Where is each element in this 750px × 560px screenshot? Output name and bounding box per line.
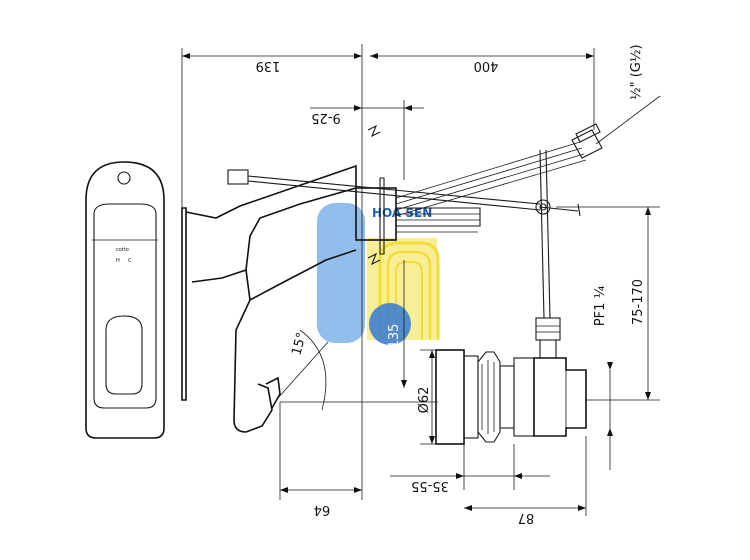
arrow-87-right xyxy=(578,505,586,511)
arrow-62-top xyxy=(429,350,435,358)
hose-line-2 xyxy=(395,147,583,205)
arrow-135-bottom xyxy=(401,380,407,388)
arrow-64-left xyxy=(280,487,288,493)
cold-label: C xyxy=(128,258,132,264)
pivot-rod-a xyxy=(539,149,545,319)
half-inch-text: ½" (G½) xyxy=(629,44,644,100)
popup-rod-upper xyxy=(247,175,541,205)
watermark-circle xyxy=(369,303,411,345)
dim-400-text: 400 xyxy=(474,58,499,73)
dim-87-text: 87 xyxy=(518,510,535,525)
arrow-75-170-bottom xyxy=(645,392,651,400)
hose-line-1 xyxy=(395,141,581,199)
drain-nut xyxy=(477,351,501,443)
dim-75-170-text: 75-170 xyxy=(631,279,646,325)
faucet-side-view xyxy=(181,124,481,433)
arrow-64-right xyxy=(354,487,362,493)
arrow-139-left xyxy=(182,53,190,59)
popup-knob xyxy=(227,169,249,185)
watermark-blue-shape xyxy=(317,203,365,343)
hose-line-4 xyxy=(395,159,587,217)
watermark-arch-mid xyxy=(386,250,432,340)
hot-label: H xyxy=(116,258,120,264)
arrow-400-right xyxy=(586,53,594,59)
drain-rod-fitting xyxy=(535,317,561,341)
dim-35-55-text: 35-55 xyxy=(411,478,449,493)
hoses-and-rod xyxy=(227,123,603,319)
pivot-ball xyxy=(535,199,551,215)
angle-15-ref xyxy=(277,341,329,399)
watermark-logo: HOA SEN xyxy=(317,203,440,345)
watermark-arch-outer xyxy=(378,241,440,340)
arrow-87-left xyxy=(464,505,472,511)
handle-top-screw xyxy=(117,171,131,185)
handle-outline xyxy=(85,161,165,439)
dim-135-text: 135 xyxy=(387,324,402,349)
angle-15-arc xyxy=(299,329,327,411)
dim-9-25-text: 9-25 xyxy=(311,110,341,125)
dim-139-text: 139 xyxy=(256,58,281,73)
handle-grip-recess xyxy=(105,315,143,395)
drain-collar xyxy=(463,355,479,439)
drain-tailpiece xyxy=(533,357,587,437)
inlet-pipe xyxy=(396,207,481,227)
pivot-rod-b xyxy=(545,149,551,319)
break-mark-bottom xyxy=(367,252,381,266)
lever-top xyxy=(185,164,357,283)
arrow-62-bottom xyxy=(429,436,435,444)
pf1-text: PF1 ¼ xyxy=(593,285,608,326)
arrow-9-25-left xyxy=(354,105,362,111)
spout xyxy=(233,299,273,433)
drain-assembly xyxy=(435,317,587,445)
drain-flange xyxy=(435,349,465,445)
arrow-pf1-bottom xyxy=(607,428,613,436)
arrow-35-55-left xyxy=(456,473,464,479)
leader-half-inch xyxy=(595,95,661,145)
hose-nut-cap xyxy=(575,123,601,143)
drain-gasket xyxy=(513,357,535,437)
handle-front-view: cotto H C xyxy=(85,161,165,439)
dim-64-text: 64 xyxy=(314,502,331,517)
brand-label: cotto xyxy=(116,247,129,253)
body-upper xyxy=(245,249,357,302)
angle-15-text: 15° xyxy=(289,331,309,357)
pivot-center xyxy=(539,203,547,211)
lever-plate xyxy=(181,207,187,401)
arrow-pf1-top xyxy=(607,362,613,370)
dim-62-text: Ø62 xyxy=(417,387,432,414)
arrow-400-left xyxy=(370,53,378,59)
dimension-lines: 139 400 ½" (G½) 9-25 135 Ø62 xyxy=(181,44,661,525)
watermark-arch-inner xyxy=(395,261,423,340)
drain-washer xyxy=(499,365,515,429)
popup-rod-lower xyxy=(247,180,541,211)
arrow-75-170-top xyxy=(645,207,651,215)
arrow-9-25-right xyxy=(404,105,412,111)
handle-inner-outline xyxy=(93,203,157,409)
drain-neck xyxy=(539,340,557,359)
arrow-139-right xyxy=(354,53,362,59)
hose-nut xyxy=(571,129,603,159)
arrow-35-55-right xyxy=(514,473,522,479)
mount-stem xyxy=(379,177,385,255)
aerator xyxy=(265,376,281,409)
break-mark-top xyxy=(367,124,381,138)
rod-end xyxy=(577,203,581,217)
hose-line-3 xyxy=(395,153,585,211)
